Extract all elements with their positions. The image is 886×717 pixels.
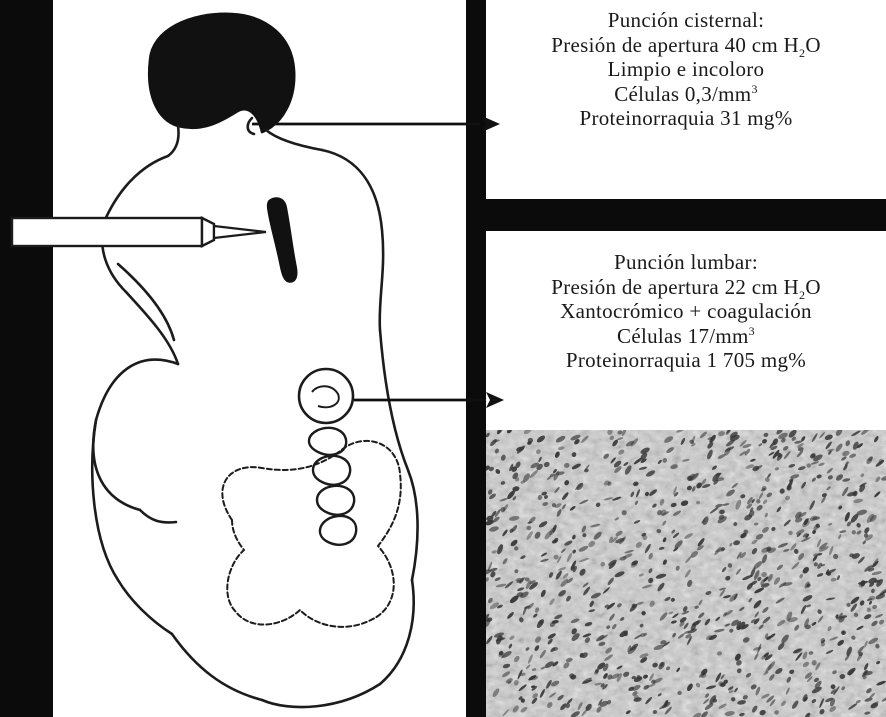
lumbar-puncture-panel: Punción lumbar: Presión de apertura 22 c… xyxy=(488,250,884,373)
cisternal-protein: Proteinorraquia 31 mg% xyxy=(488,106,884,131)
left-frame-bar xyxy=(0,0,53,717)
cisternal-appearance: Limpio e incoloro xyxy=(488,57,884,82)
cisternal-puncture-panel: Punción cisternal: Presión de apertura 4… xyxy=(488,8,884,131)
cisternal-title: Punción cisternal: xyxy=(488,8,884,33)
center-frame-bar xyxy=(466,0,486,717)
patient-hair xyxy=(149,14,294,132)
lumbar-cells: Células 17/mm3 xyxy=(488,324,884,349)
lumbar-pressure: Presión de apertura 22 cm H2O xyxy=(488,275,884,300)
lumbar-title: Punción lumbar: xyxy=(488,250,884,275)
histology-micrograph xyxy=(481,425,886,717)
lumbar-protein: Proteinorraquia 1 705 mg% xyxy=(488,348,884,373)
cisternal-pressure: Presión de apertura 40 cm H2O xyxy=(488,33,884,58)
panel-separator-bar xyxy=(466,199,886,231)
lumbar-appearance: Xantocrómico + coagulación xyxy=(488,299,884,324)
cisternal-cells: Células 0,3/mm3 xyxy=(488,82,884,107)
